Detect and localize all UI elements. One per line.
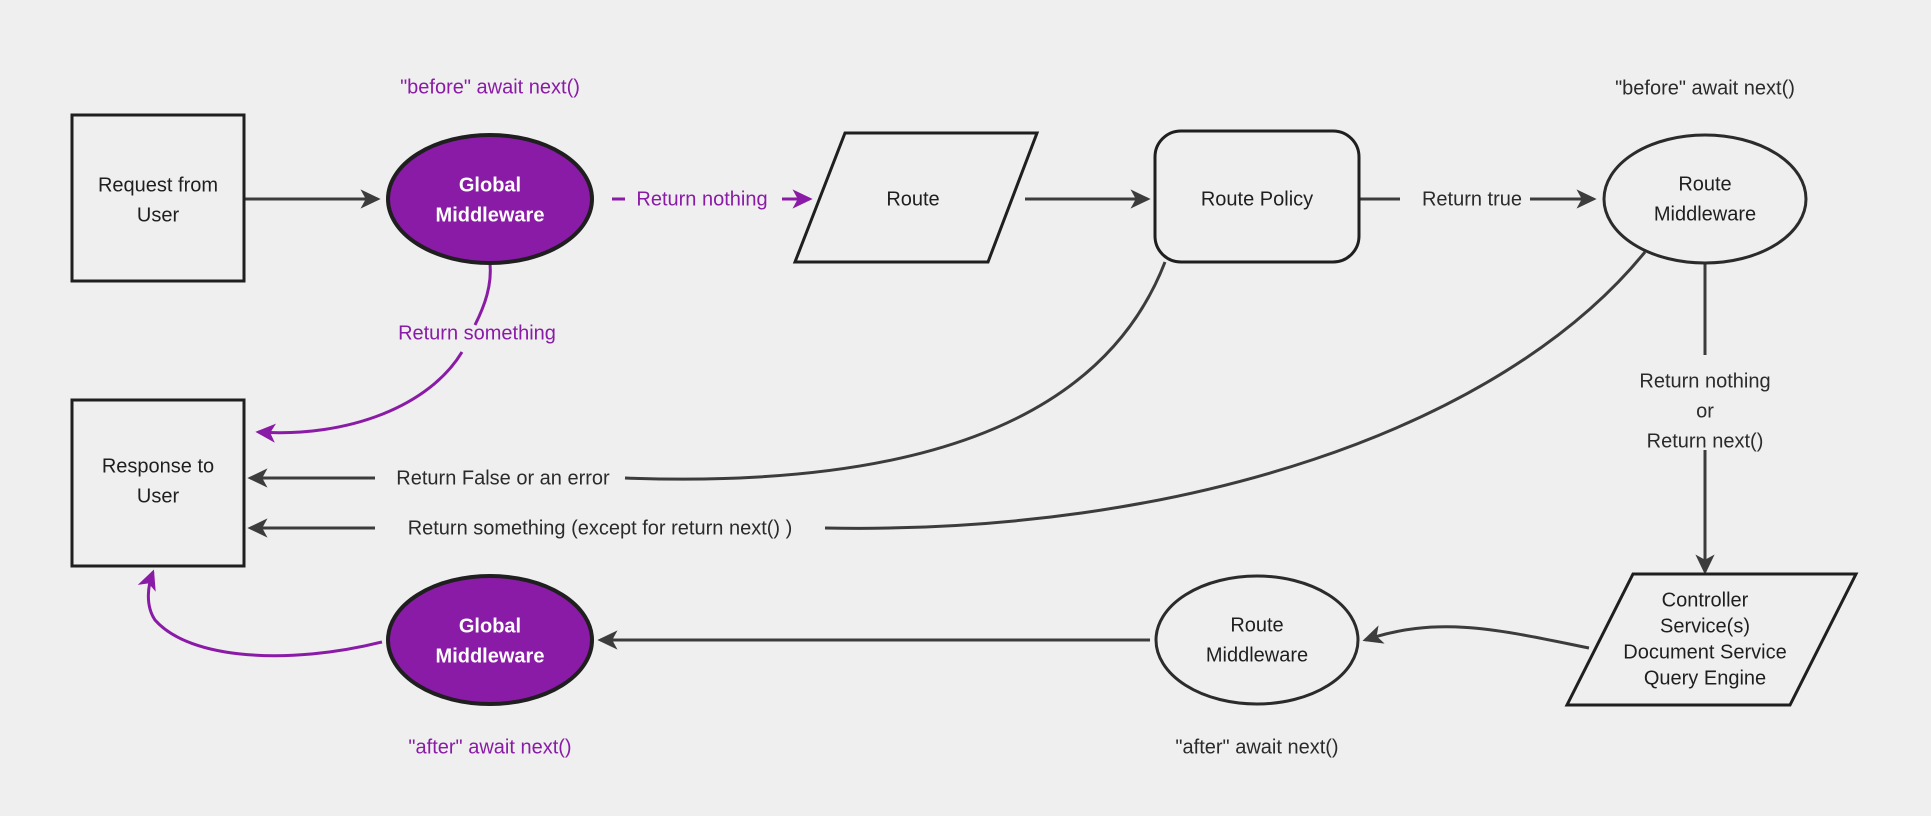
node-controller-services[interactable]: Controller Service(s) Document Service Q… — [1564, 572, 1859, 707]
edge-label-return-false-or-error: Return False or an error — [396, 467, 610, 489]
edge-label-return-something: Return something — [398, 322, 556, 344]
node-label-controller-line4: Query Engine — [1644, 667, 1766, 689]
edge-label-route-mw-return-2: or — [1696, 400, 1714, 422]
node-label-route-policy: Route Policy — [1201, 188, 1313, 210]
edge-route-middleware-to-controller: Return nothing or Return next() — [1639, 262, 1771, 575]
edge-route-middleware-to-response: Return something (except for return next… — [247, 251, 1647, 539]
node-label-global-middleware-top-line1: Global — [459, 174, 521, 196]
annotation-before-await-next-global: "before" await next() — [400, 76, 580, 98]
node-label-route-middleware-bottom-line2: Middleware — [1206, 644, 1308, 666]
node-label-route: Route — [886, 188, 939, 210]
annotation-after-await-next-global: "after" await next() — [408, 736, 571, 758]
node-label-global-middleware-bottom-line1: Global — [459, 615, 521, 637]
node-route-policy[interactable]: Route Policy — [1153, 129, 1361, 264]
node-label-request-from-user-line2: User — [137, 204, 180, 226]
node-label-request-from-user-line1: Request from — [98, 174, 218, 196]
edge-route-policy-to-response: Return False or an error — [247, 261, 1167, 489]
edge-label-return-nothing: Return nothing — [636, 188, 767, 210]
node-global-middleware-bottom[interactable]: Global Middleware — [386, 574, 594, 706]
node-global-middleware-top[interactable]: Global Middleware — [386, 133, 594, 265]
node-label-global-middleware-bottom-line2: Middleware — [436, 645, 545, 667]
edge-global-middleware-to-response: Return something — [255, 262, 556, 443]
node-label-response-to-user-line2: User — [137, 485, 180, 507]
node-label-controller-line2: Service(s) — [1660, 615, 1750, 637]
edge-label-return-true: Return true — [1422, 188, 1522, 210]
node-route-middleware-top[interactable]: Route Middleware — [1602, 133, 1808, 265]
node-request-from-user[interactable]: Request from User — [70, 113, 246, 283]
edge-label-return-something-except-next: Return something (except for return next… — [408, 517, 793, 539]
annotation-before-await-next-route: "before" await next() — [1615, 77, 1795, 99]
node-route[interactable]: Route — [792, 131, 1040, 264]
edge-label-route-mw-return-3: Return next() — [1647, 430, 1764, 452]
node-label-global-middleware-top-line2: Middleware — [436, 204, 545, 226]
edge-global-middleware-bottom-to-response — [137, 569, 383, 658]
node-label-controller-line1: Controller — [1662, 589, 1749, 611]
node-label-route-middleware-top-line2: Middleware — [1654, 203, 1756, 225]
edge-label-route-mw-return-1: Return nothing — [1639, 370, 1770, 392]
edge-route-policy-to-route-middleware: Return true — [1359, 188, 1597, 210]
node-label-route-middleware-bottom-line1: Route — [1230, 614, 1283, 636]
edge-global-middleware-to-route: Return nothing — [612, 188, 813, 210]
node-route-middleware-bottom[interactable]: Route Middleware — [1154, 574, 1360, 706]
node-label-response-to-user-line1: Response to — [102, 455, 214, 477]
edge-controller-to-route-middleware-bottom — [1362, 625, 1590, 650]
node-label-route-middleware-top-line1: Route — [1678, 173, 1731, 195]
node-response-to-user[interactable]: Response to User — [70, 398, 246, 568]
annotation-after-await-next-route: "after" await next() — [1175, 736, 1338, 758]
node-label-controller-line3: Document Service — [1623, 641, 1786, 663]
